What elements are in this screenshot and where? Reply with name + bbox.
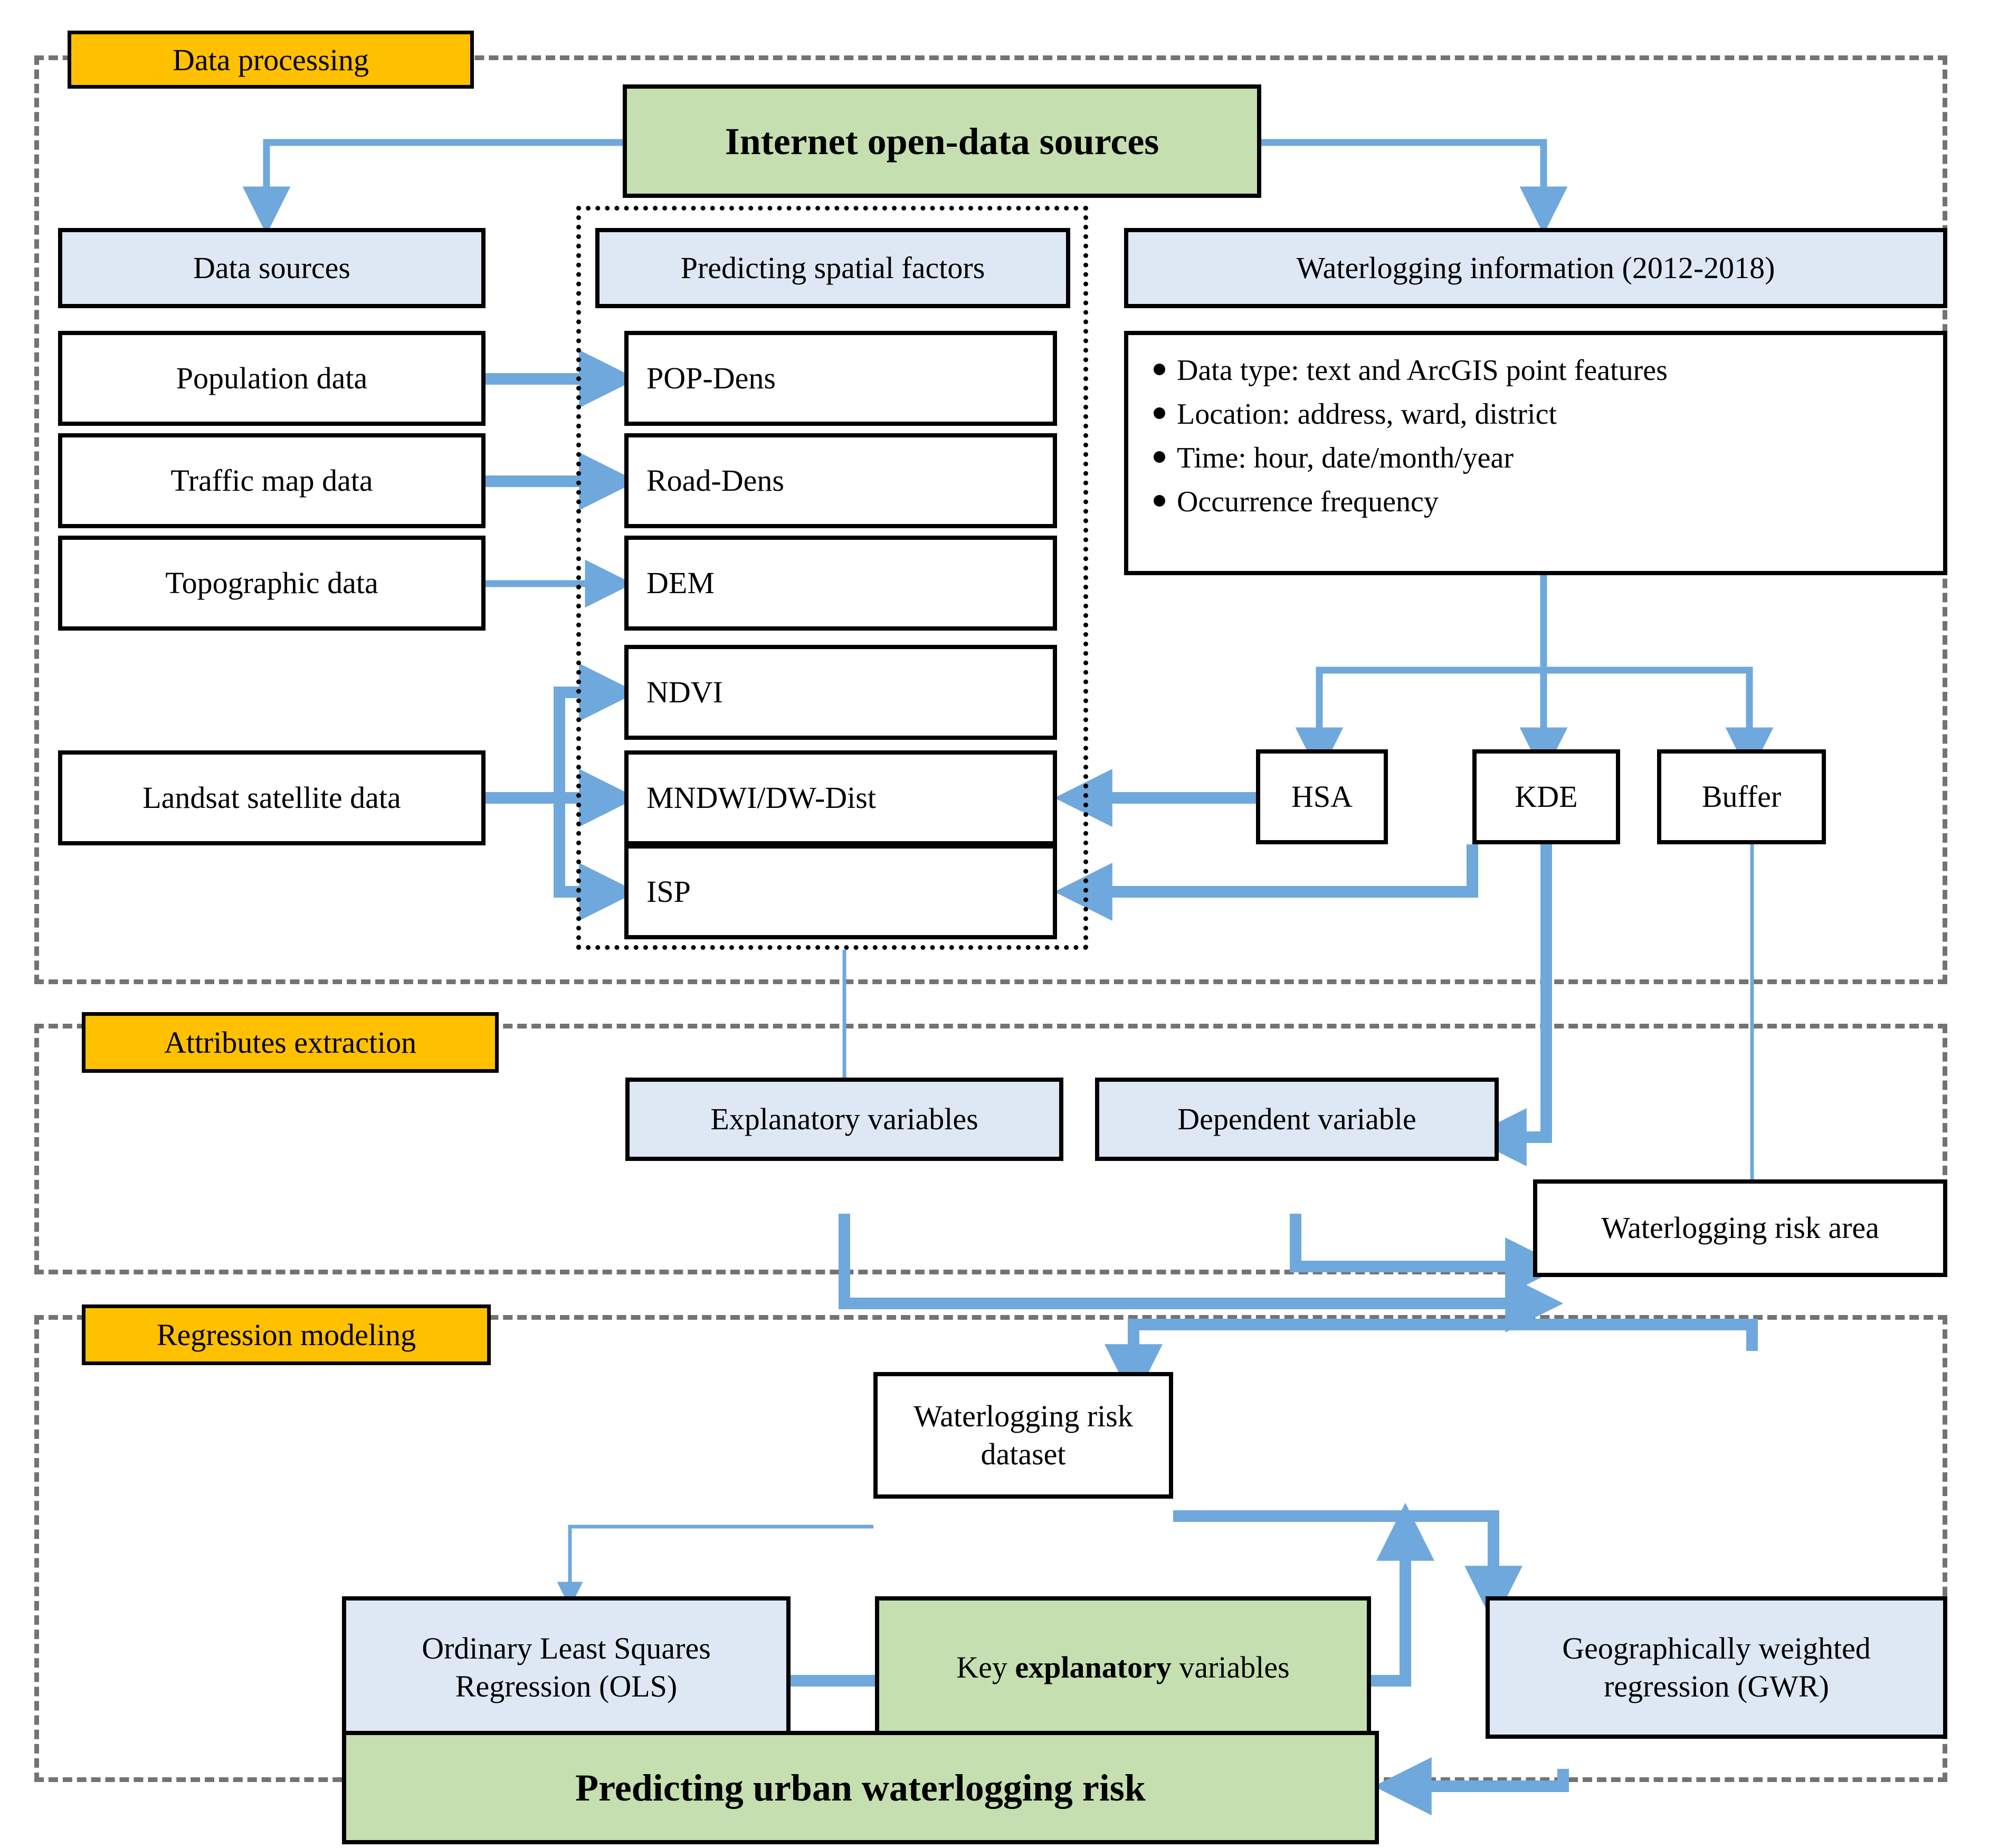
key-vars-suffix: variables <box>1171 1650 1290 1684</box>
node-predicting-urban-waterlogging-risk[interactable]: Predicting urban waterlogging risk <box>342 1731 1379 1844</box>
node-kde[interactable]: KDE <box>1472 749 1620 844</box>
header-data-sources: Data sources <box>58 228 486 308</box>
ols-line-2: Regression (OLS) <box>455 1669 678 1703</box>
bullet-dot-icon <box>1154 451 1165 463</box>
node-explanatory-variables[interactable]: Explanatory variables <box>625 1078 1063 1161</box>
node-traffic-map-data[interactable]: Traffic map data <box>58 433 486 528</box>
waterlogging-information-details: Data type: text and ArcGIS point feature… <box>1124 331 1947 575</box>
bullet-dot-icon <box>1154 494 1165 507</box>
bullet-text: Location: address, ward, district <box>1177 397 1557 431</box>
gwr-line-2: regression (GWR) <box>1604 1669 1829 1703</box>
node-buffer[interactable]: Buffer <box>1657 749 1826 844</box>
node-ols[interactable]: Ordinary Least Squares Regression (OLS) <box>342 1596 791 1739</box>
node-landsat-satellite-data[interactable]: Landsat satellite data <box>58 750 486 845</box>
bullet-text: Time: hour, date/month/year <box>1177 441 1514 474</box>
gwr-line-1: Geographically weighted <box>1562 1631 1871 1665</box>
node-topographic-data[interactable]: Topographic data <box>58 536 486 631</box>
node-population-data[interactable]: Population data <box>58 331 486 426</box>
bullet-text: Data type: text and ArcGIS point feature… <box>1177 354 1668 387</box>
section-title-regression-modeling: Regression modeling <box>82 1304 491 1365</box>
section-title-attributes-extraction: Attributes extraction <box>82 1012 499 1073</box>
key-vars-text: Key explanatory variables <box>956 1649 1289 1687</box>
node-dem[interactable]: DEM <box>624 536 1057 631</box>
dataset-line-2: dataset <box>981 1437 1066 1471</box>
ols-line-1: Ordinary Least Squares <box>422 1631 711 1665</box>
header-waterlogging-information: Waterlogging information (2012-2018) <box>1124 228 1947 308</box>
key-vars-bold: explanatory <box>1015 1650 1172 1684</box>
bullet-item: Occurrence frequency <box>1149 480 1943 524</box>
bullet-text: Occurrence frequency <box>1177 485 1439 518</box>
node-pop-dens[interactable]: POP-Dens <box>624 331 1057 426</box>
dataset-line-1: Waterlogging risk <box>913 1398 1133 1433</box>
node-key-explanatory-variables[interactable]: Key explanatory variables <box>875 1596 1371 1739</box>
node-isp[interactable]: ISP <box>624 844 1057 939</box>
node-waterlogging-risk-dataset[interactable]: Waterlogging risk dataset <box>873 1372 1173 1499</box>
node-dependent-variable[interactable]: Dependent variable <box>1095 1078 1499 1161</box>
node-hsa[interactable]: HSA <box>1256 749 1388 844</box>
predicting-spatial-factors-group <box>576 206 1088 950</box>
bullet-dot-icon <box>1154 364 1165 375</box>
bullet-item: Location: address, ward, district <box>1149 393 1943 436</box>
header-predicting-spatial-factors: Predicting spatial factors <box>595 228 1070 308</box>
node-internet-open-data-sources[interactable]: Internet open-data sources <box>623 84 1261 198</box>
bullet-dot-icon <box>1154 407 1165 419</box>
bullet-item: Data type: text and ArcGIS point feature… <box>1149 349 1943 393</box>
node-waterlogging-risk-area[interactable]: Waterlogging risk area <box>1533 1179 1947 1277</box>
key-vars-prefix: Key <box>956 1650 1015 1684</box>
section-title-data-processing: Data processing <box>68 31 474 89</box>
node-mndwi-dw-dist[interactable]: MNDWI/DW-Dist <box>624 750 1057 845</box>
node-road-dens[interactable]: Road-Dens <box>624 433 1057 528</box>
node-gwr[interactable]: Geographically weighted regression (GWR) <box>1486 1596 1947 1739</box>
node-ndvi[interactable]: NDVI <box>624 645 1057 740</box>
bullet-item: Time: hour, date/month/year <box>1149 436 1943 480</box>
